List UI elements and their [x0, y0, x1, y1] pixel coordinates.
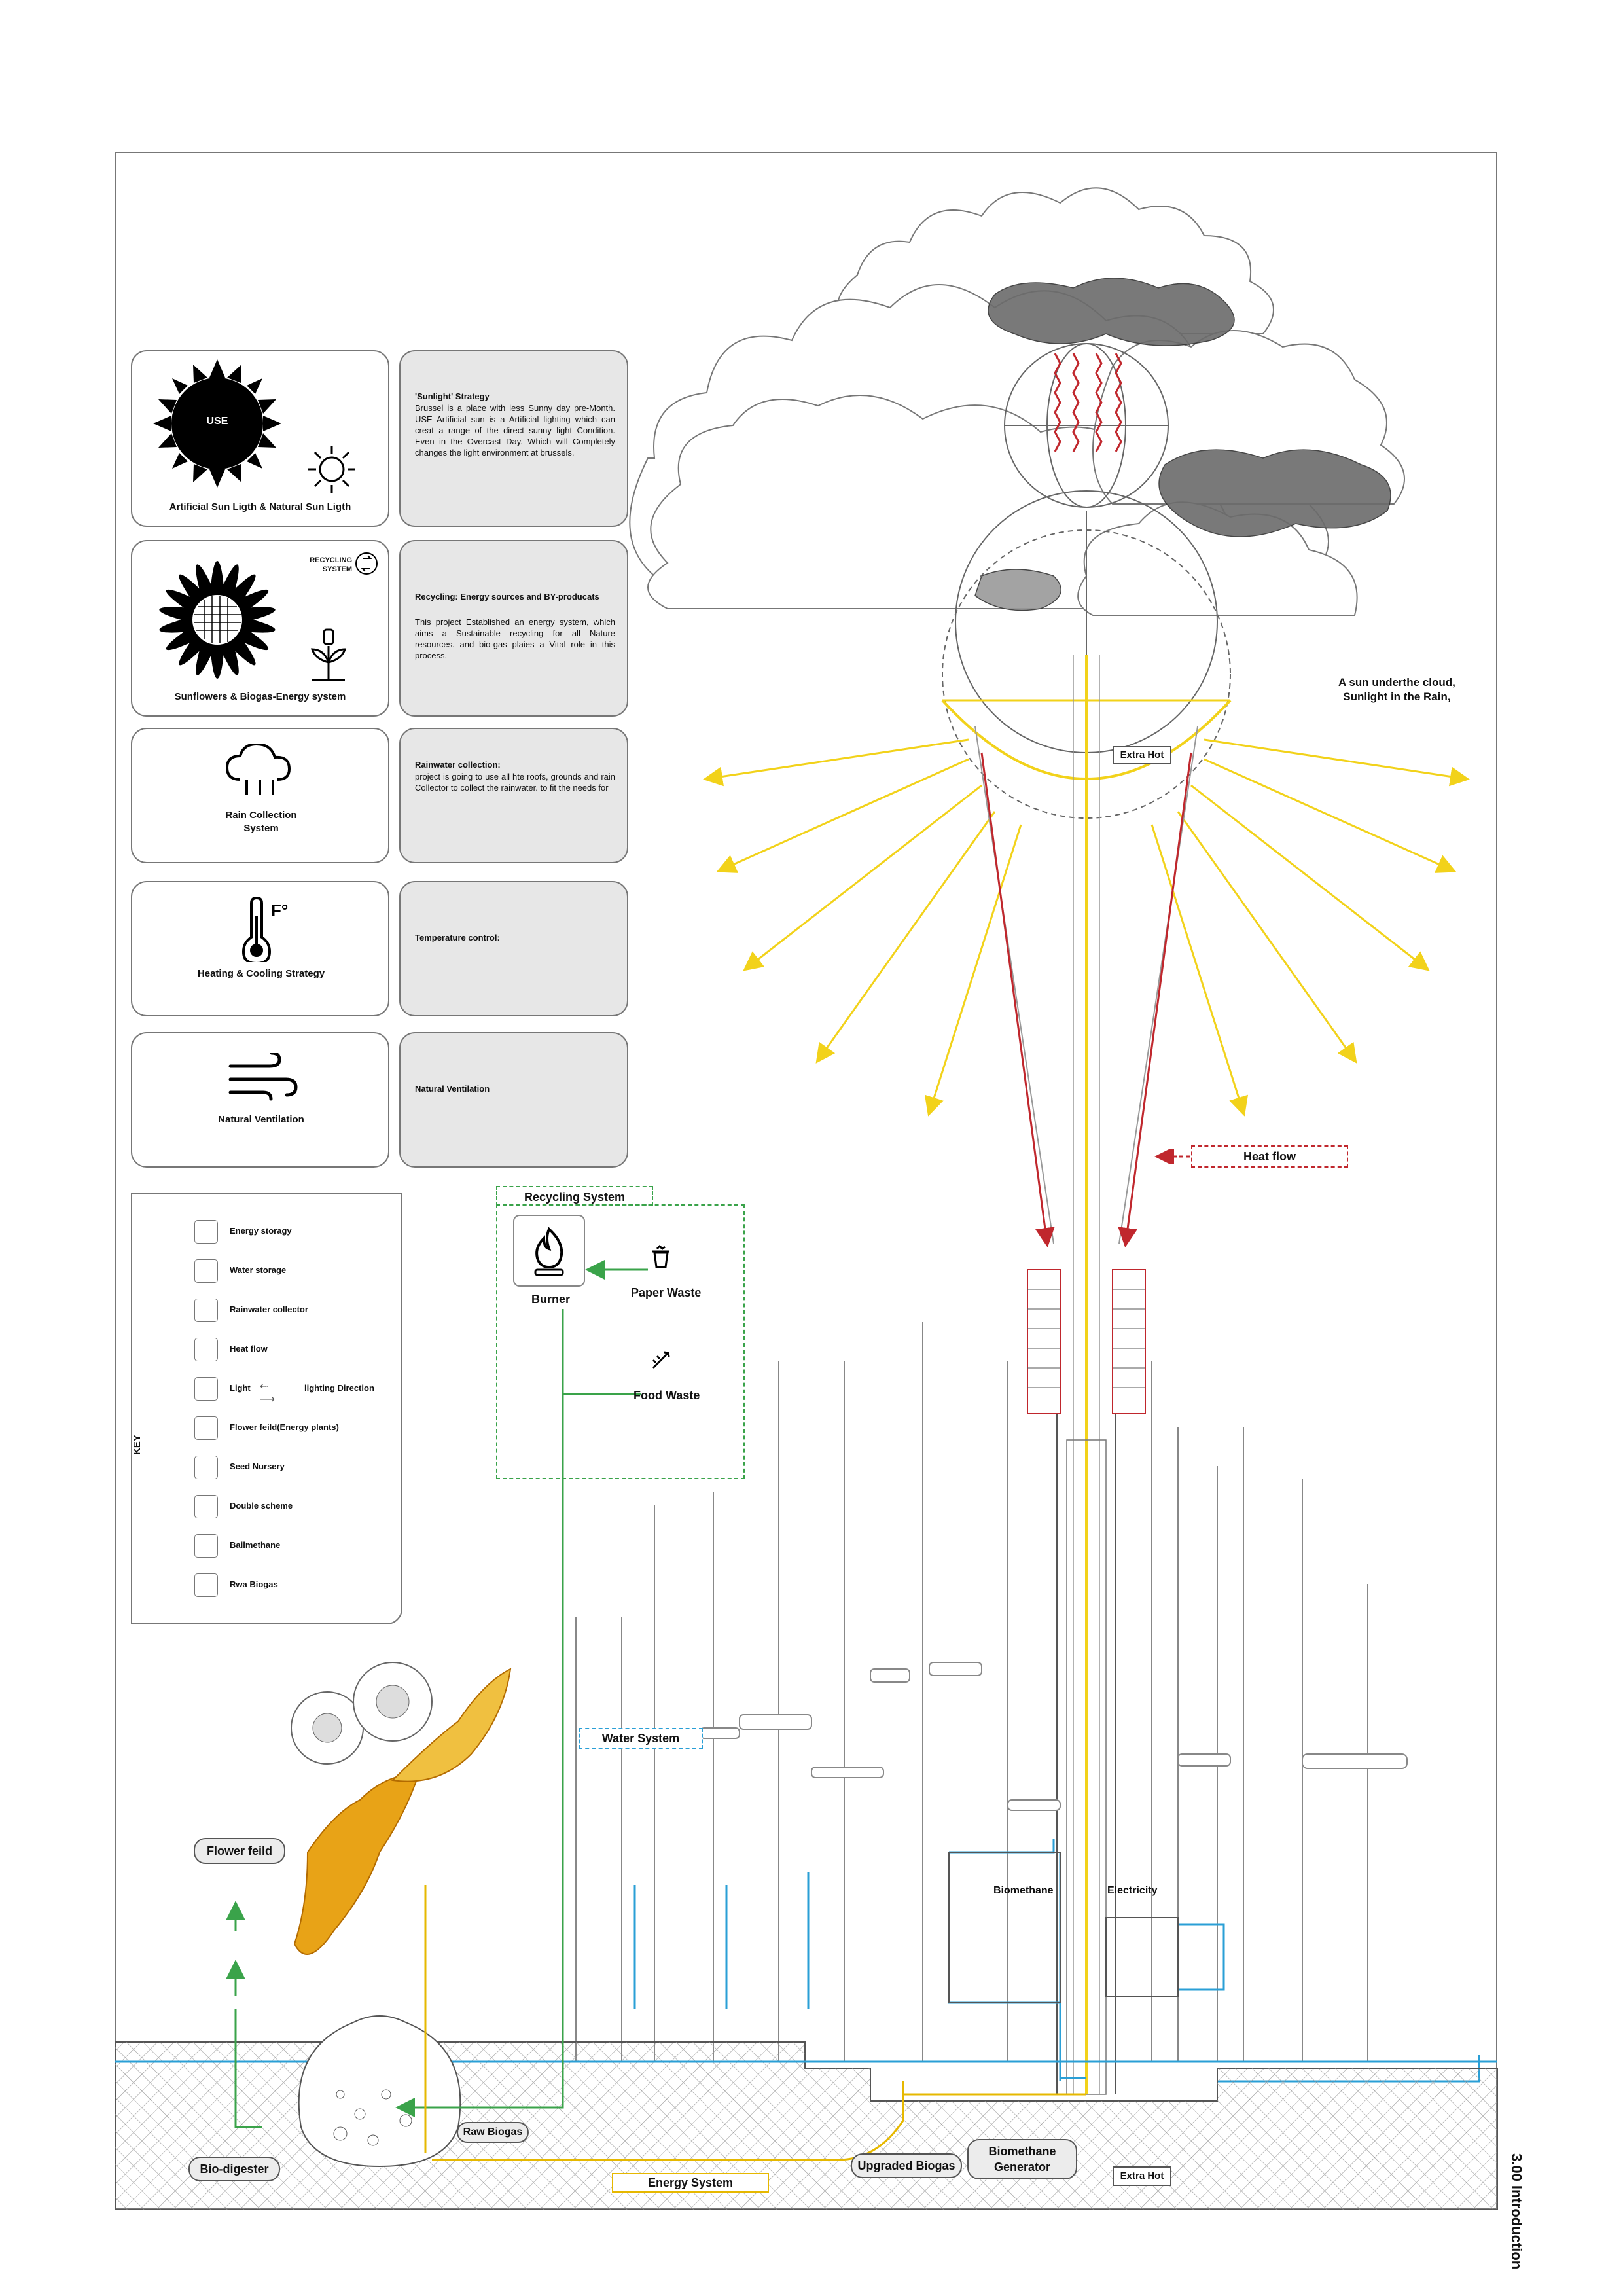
arrow-icon: ⇠ ⟶ — [260, 1381, 275, 1405]
energy-system-label: Energy System — [612, 2173, 769, 2193]
strategy-caption: Natural Ventilation — [218, 1114, 304, 1125]
light-rays — [703, 738, 1470, 1117]
bio-digester-label: Bio-digester — [188, 2157, 280, 2181]
small-sun-icon — [308, 446, 355, 493]
key-item-label-secondary: lighting Direction — [304, 1383, 374, 1393]
strategy-card-recycling: RECYCLING SYSTEM Sunflowers & Biogas-Ene… — [131, 540, 389, 717]
key-item-label: Water storage — [230, 1265, 287, 1275]
strategy-card-heating: F° Heating & Cooling Strategy — [131, 881, 389, 1016]
key-item-label: Flower feild(Energy plants) — [230, 1422, 339, 1432]
heat-flow-label: Heat flow — [1191, 1145, 1348, 1168]
strategy-heading: Recycling: Energy sources and BY-produca… — [415, 592, 599, 601]
paper-waste-label: Paper Waste — [631, 1286, 702, 1299]
extra-hot-top-label: Extra Hot — [1113, 746, 1171, 764]
key-item-label: Bailmethane — [230, 1540, 281, 1550]
key-item-label: Seed Nursery — [230, 1462, 285, 1471]
flower-field-label: Flower feild — [194, 1838, 285, 1864]
use-badge: USE — [206, 416, 228, 427]
strategy-desc-rain: Rainwater collection: project is going t… — [399, 728, 628, 863]
wind-icon — [228, 1053, 298, 1101]
strategy-card-ventilation: Natural Ventilation — [131, 1032, 389, 1168]
electricity-label: Electricity — [1107, 1885, 1158, 1896]
electricity-block — [1105, 1917, 1179, 1997]
strategy-body: project is going to use all hte roofs, g… — [415, 772, 615, 793]
biomethane-generator-label: Biomethane Generator — [967, 2139, 1077, 2179]
key-item-label: Light — [230, 1383, 251, 1393]
double-scheme-icon — [194, 1495, 218, 1518]
recycling-icon — [355, 552, 378, 575]
upgraded-biogas-label: Upgraded Biogas — [851, 2153, 962, 2178]
strategy-caption: Rain Collection System — [225, 810, 297, 834]
key-item-label: Heat flow — [230, 1344, 268, 1354]
key-item-label: Double scheme — [230, 1501, 293, 1511]
strategy-card-rain: Rain Collection System — [131, 728, 389, 863]
strategy-body: This project Established an energy syste… — [415, 617, 615, 660]
light-icon — [194, 1377, 218, 1401]
strategy-caption: Sunflowers & Biogas-Energy system — [174, 691, 346, 702]
bio-digester-tank — [298, 2015, 461, 2168]
recycling-flows — [226, 1260, 648, 2128]
strategy-desc-recycling: Recycling: Energy sources and BY-produca… — [399, 540, 628, 717]
burner-label: Burner — [531, 1293, 571, 1306]
key-title: KEY — [131, 1435, 143, 1455]
strategy-heading: 'Sunlight' Strategy — [415, 391, 490, 401]
flower-field-graphic — [291, 1662, 512, 1955]
strategy-desc-heating: Temperature control: — [399, 881, 628, 1016]
svg-text:F°: F° — [271, 901, 288, 920]
food-waste-label: Food Waste — [633, 1389, 700, 1402]
recycling-system-box — [496, 1204, 745, 1479]
flower-icon — [194, 1416, 218, 1440]
strategy-card-sunlight: USE Artificial Sun Ligth & Natural Sun L… — [131, 350, 389, 527]
heat-exchangers — [1027, 1269, 1146, 1414]
strategy-heading: Temperature control: — [415, 933, 500, 942]
heat-flow-icon — [194, 1338, 218, 1361]
plant-sprout-icon — [310, 628, 347, 681]
cloud-layer — [629, 187, 1405, 616]
heat-flow-arrow — [1154, 1149, 1190, 1164]
biomethane-label: Biomethane — [993, 1885, 1054, 1896]
strategy-body: Brussel is a place with less Sunny day p… — [415, 403, 615, 457]
key-item-label: Rainwater collector — [230, 1304, 308, 1314]
key-item-label: Energy storagy — [230, 1226, 292, 1236]
raw-biogas-label: Raw Biogas — [457, 2122, 529, 2143]
strategy-caption: Artificial Sun Ligth & Natural Sun Ligth — [169, 501, 351, 512]
sun-icon — [153, 359, 281, 488]
key-item-label: Rwa Biogas — [230, 1579, 278, 1589]
sun-note: A sun underthe cloud, Sunlight in the Ra… — [1338, 676, 1455, 703]
recycling-system-badge: RECYCLING SYSTEM — [310, 556, 352, 573]
strategy-desc-ventilation: Natural Ventilation — [399, 1032, 628, 1168]
dark-clouds — [974, 278, 1391, 611]
strategy-heading: Rainwater collection: — [415, 760, 501, 770]
food-waste-icon — [648, 1347, 674, 1373]
battery-icon — [194, 1220, 218, 1244]
recycling-system-title: Recycling System — [496, 1186, 653, 1206]
water-tank-icon — [194, 1259, 218, 1283]
biogas-flows — [424, 1885, 1086, 2161]
biomethane-block — [948, 1852, 1061, 2003]
lamp-poles — [575, 1322, 1408, 2062]
page-title: 3.00 Introduction — [1508, 2153, 1525, 2270]
raw-biogas-icon — [194, 1573, 218, 1597]
biomethane-icon — [194, 1534, 218, 1558]
heat-zigzags — [1054, 353, 1122, 452]
seed-icon — [194, 1456, 218, 1479]
sunflower-icon — [159, 561, 276, 679]
rain-cloud-icon — [225, 744, 291, 795]
strategy-caption: Heating & Cooling Strategy — [197, 968, 325, 979]
strategy-heading: Natural Ventilation — [415, 1084, 490, 1094]
paper-waste-icon — [648, 1244, 674, 1270]
water-system-label: Water System — [579, 1728, 703, 1749]
extra-hot-bottom-label: Extra Hot — [1113, 2166, 1171, 2186]
burner-icon — [513, 1215, 585, 1287]
heat-exchanger-grid — [1027, 1289, 1145, 1388]
rain-collector-icon — [194, 1299, 218, 1322]
thermometer-icon: F° — [241, 897, 288, 962]
strategy-desc-sunlight: 'Sunlight' Strategy Brussel is a place w… — [399, 350, 628, 527]
